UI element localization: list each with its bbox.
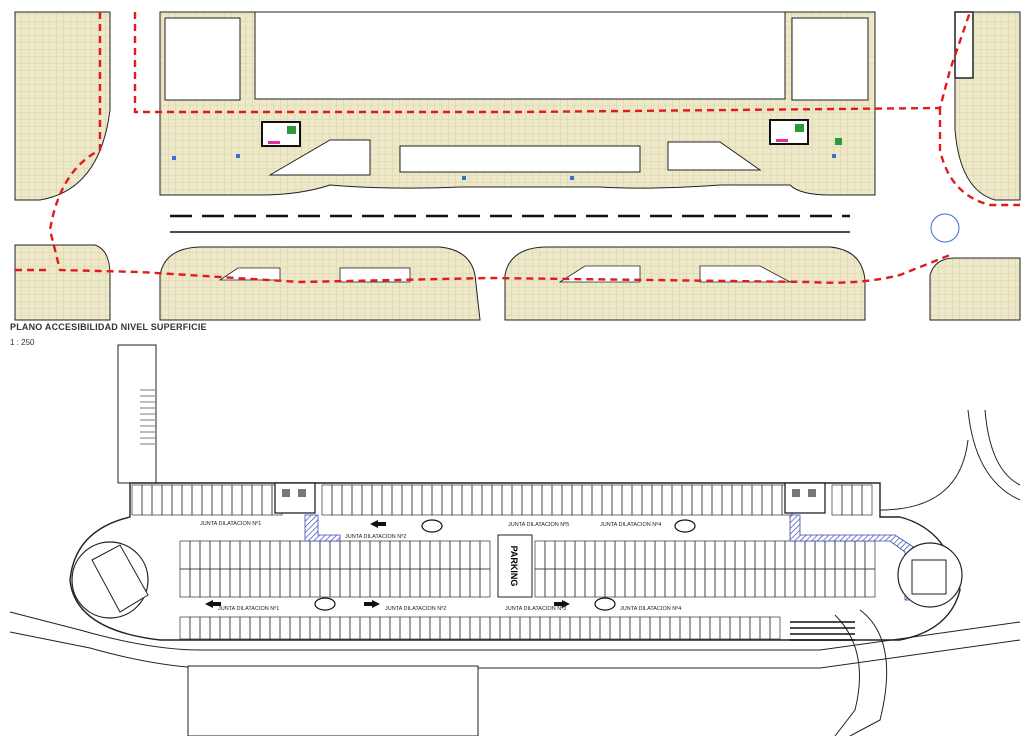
- island-3: [667, 141, 762, 171]
- motorbike-bays: [790, 621, 855, 641]
- junta-1-top: JUNTA DILATACION Nº1: [200, 520, 261, 527]
- junta-4-bottom: JUNTA DILATACION Nº4: [620, 605, 681, 612]
- parking-stall: [479, 568, 491, 598]
- parking-stall: [864, 568, 876, 598]
- core-right: [784, 482, 826, 514]
- parking-word: PARKING: [509, 546, 519, 587]
- parking-stall: [769, 616, 781, 640]
- no-entry-signs: [314, 519, 696, 611]
- parking-stalls-bottom-row: [179, 616, 781, 640]
- junta-5-top: JUNTA DILATACION Nº5: [508, 521, 569, 528]
- accessible-path: [304, 514, 341, 542]
- corner-sidewalk-left: [14, 11, 111, 201]
- plan-title: PLANO ACCESIBILIDAD NIVEL SUPERFICIE: [10, 322, 207, 332]
- junta-2-top: JUNTA DILATACION Nº2: [345, 533, 406, 540]
- lower-building: [187, 665, 479, 736]
- junta-1-bottom: JUNTA DILATACION Nº1: [218, 605, 279, 612]
- central-divider: [497, 534, 533, 598]
- surface-level-plan: [14, 11, 1021, 321]
- parking-stall: [861, 484, 873, 516]
- island-2: [399, 145, 641, 173]
- outer-road: [9, 611, 1021, 651]
- junta-3-bottom: JUNTA DILATACION Nº3: [505, 605, 566, 612]
- building-left: [164, 17, 241, 101]
- accessible-route: [133, 11, 972, 114]
- island-1: [268, 139, 371, 176]
- parking-stalls-middle-row-b: [179, 568, 876, 598]
- plan-scale: 1 : 250: [10, 338, 35, 347]
- junta-2-bottom: JUNTA DILATACION Nº2: [385, 605, 446, 612]
- parking-level-plan: PARKING: [9, 344, 1021, 736]
- direction-arrows: [205, 520, 570, 608]
- building-main: [254, 11, 786, 100]
- lower-sidewalk: [159, 246, 481, 321]
- building-right: [791, 17, 869, 101]
- core-left: [274, 482, 316, 514]
- junta-4-top: JUNTA DILATACION Nº4: [600, 521, 661, 528]
